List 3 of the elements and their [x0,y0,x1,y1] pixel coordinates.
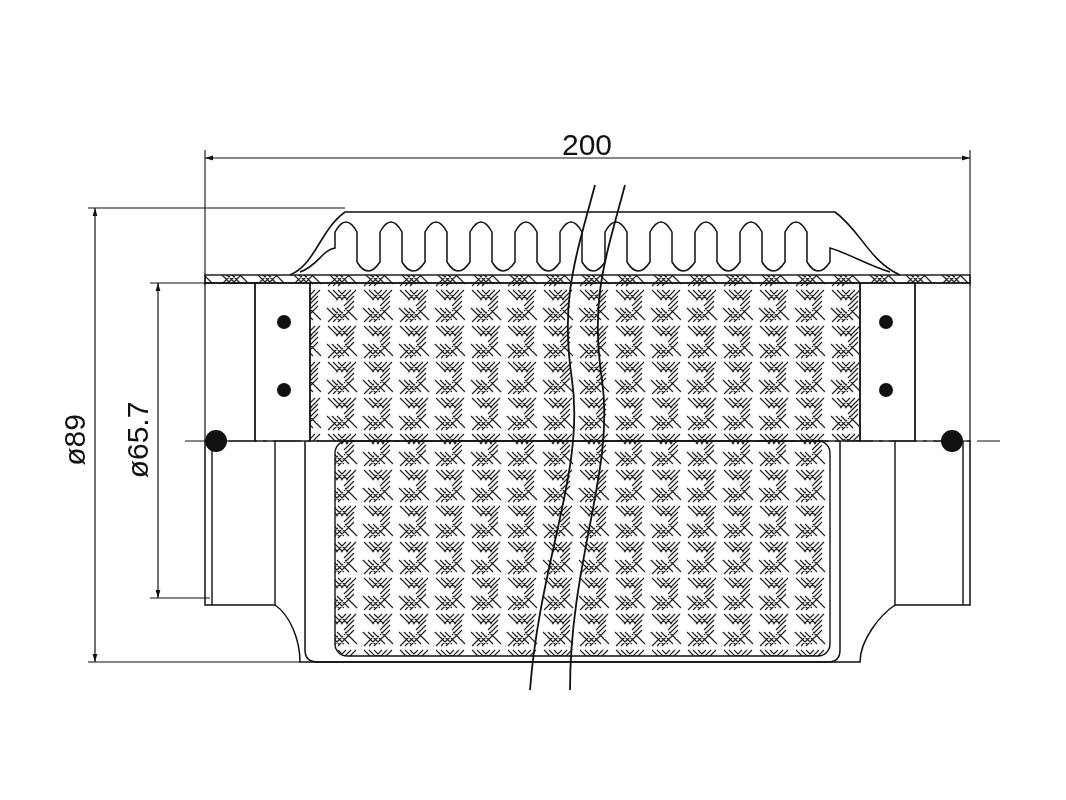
dimension-label: ø65.7 [122,401,153,479]
dimension-label: 200 [562,130,613,160]
dimension-label: ø89 [59,414,90,466]
